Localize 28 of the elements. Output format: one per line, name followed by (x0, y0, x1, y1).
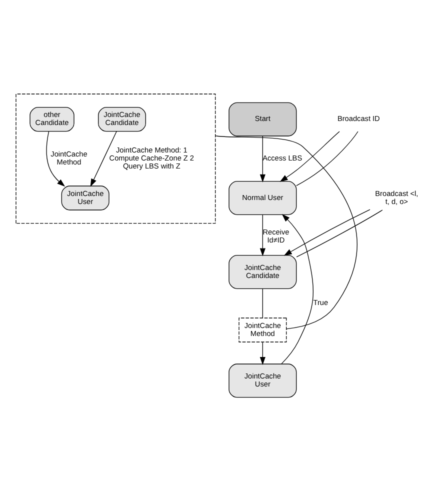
arrow (284, 209, 370, 256)
arrow (260, 342, 266, 365)
arrow (46, 131, 66, 187)
node-box: JointCache Method (238, 318, 287, 342)
node-text: Broadcast ID (337, 114, 380, 124)
connector (262, 288, 263, 318)
cluster (16, 94, 216, 224)
node-text: Broadcast <l, t, d, o> (375, 188, 418, 206)
edge-label: Access LBS (262, 154, 302, 163)
node-box: Normal User (228, 181, 297, 215)
arrow (280, 131, 340, 182)
edge-label: Receive Id≠ID (262, 228, 290, 245)
connector (296, 131, 358, 186)
node-box: JointCache Candidate (228, 255, 297, 289)
node-box: JointCache Candidate (98, 107, 146, 132)
node-box: Start (228, 102, 297, 136)
edge-label: JointCache Method: 1 Compute Cache-Zone Z 2 Query LBS with Z (109, 146, 194, 171)
arrow (260, 214, 266, 256)
arrow (90, 131, 117, 187)
edge-label: JointCache Method (50, 150, 88, 167)
node-box: JointCache User (61, 186, 110, 210)
node-box: other Candidate (30, 107, 74, 132)
connector (296, 210, 383, 258)
edge-label: True (313, 298, 328, 308)
node-box: JointCache User (228, 364, 297, 398)
connector (215, 135, 358, 330)
arrow (260, 136, 266, 182)
arrow (281, 214, 314, 364)
